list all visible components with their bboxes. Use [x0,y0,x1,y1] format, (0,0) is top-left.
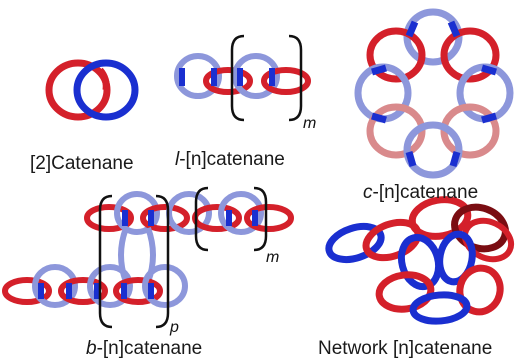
blue-link [405,151,417,167]
ring-light-blue [32,264,78,308]
cyclic-catenane-diagram [354,8,514,179]
ring-light-blue [403,121,463,179]
blue-link [481,64,497,76]
blue-link [371,112,387,124]
ring-red-overlap [97,67,110,91]
ring-light-blue [114,191,160,235]
ring-red [203,67,253,95]
ring-red [140,204,190,232]
two-catenane-diagram [45,59,139,121]
blue-link [371,64,387,76]
blue-link [405,20,419,38]
label-cyclic-catenane: c-[n]catenane [363,183,478,202]
ring-red [408,196,472,240]
ring-light-blue [87,264,133,308]
label-linear-catenane: l-[n]catenane [175,150,285,169]
ring-red [456,264,504,316]
network-catenane-diagram [325,196,515,325]
linear-repeat-subscript: m [303,115,316,132]
label-branched-suffix: -[n]catenane [96,338,203,359]
label-network-catenane: Network [n]catenane [318,338,493,359]
ring-blue [409,291,471,325]
ring-red [375,271,435,313]
ring-red [2,277,52,305]
ring-red [366,27,426,83]
ring-blue [325,222,385,264]
label-linear-prefix: l [175,149,180,170]
ring-light-blue [142,264,188,308]
ring-red [192,204,242,232]
ring-blue [436,230,476,286]
label-branched-prefix: b [86,338,97,359]
ring-light-blue [218,191,264,235]
ring-light-blue [232,53,280,99]
branched-repeat-m-subscript: m [266,249,279,266]
linear-catenane-diagram: m [174,34,316,132]
ring-light-blue [174,53,222,99]
left-bracket [98,194,113,329]
blue-link [447,20,461,38]
blue-link [481,112,497,124]
right-bracket [253,186,268,252]
blue-link [449,151,461,167]
ring-red [261,67,311,95]
ring-red [84,204,134,232]
ring-red [244,204,294,232]
ring-red [440,27,500,83]
right-bracket [155,194,170,329]
label-cyclic-suffix: -[n]catenane [372,182,479,203]
label-two-catenane: [2]Catenane [30,153,134,174]
ring-red [113,277,163,305]
branched-catenane-diagram: p m [2,186,294,336]
left-bracket [230,34,245,122]
label-linear-suffix: -[n]catenane [179,149,285,170]
branched-repeat-p-subscript: p [169,319,179,336]
ring-blue [73,59,139,121]
right-bracket [288,34,303,122]
left-bracket [194,186,209,252]
ring-red [58,277,108,305]
label-branched-catenane: b-[n]catenane [86,339,202,358]
label-cyclic-prefix: c [363,182,373,203]
ring-red [461,217,515,263]
